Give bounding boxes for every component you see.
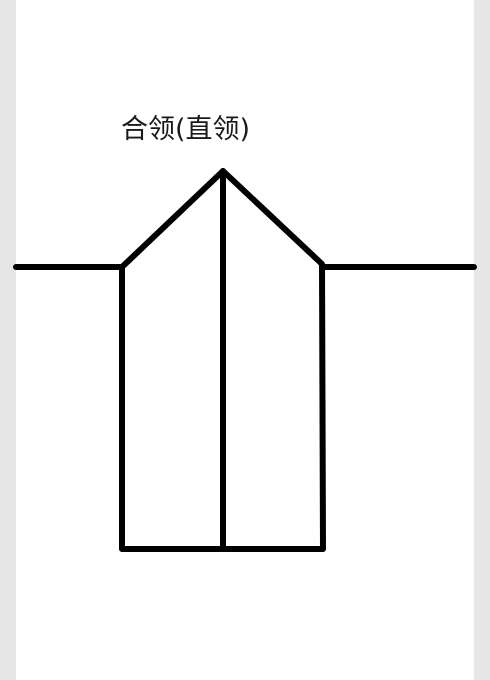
drawing-canvas — [16, 0, 474, 680]
collar-caption: 合领(直领) — [121, 114, 251, 145]
collar-outline — [119, 168, 326, 552]
